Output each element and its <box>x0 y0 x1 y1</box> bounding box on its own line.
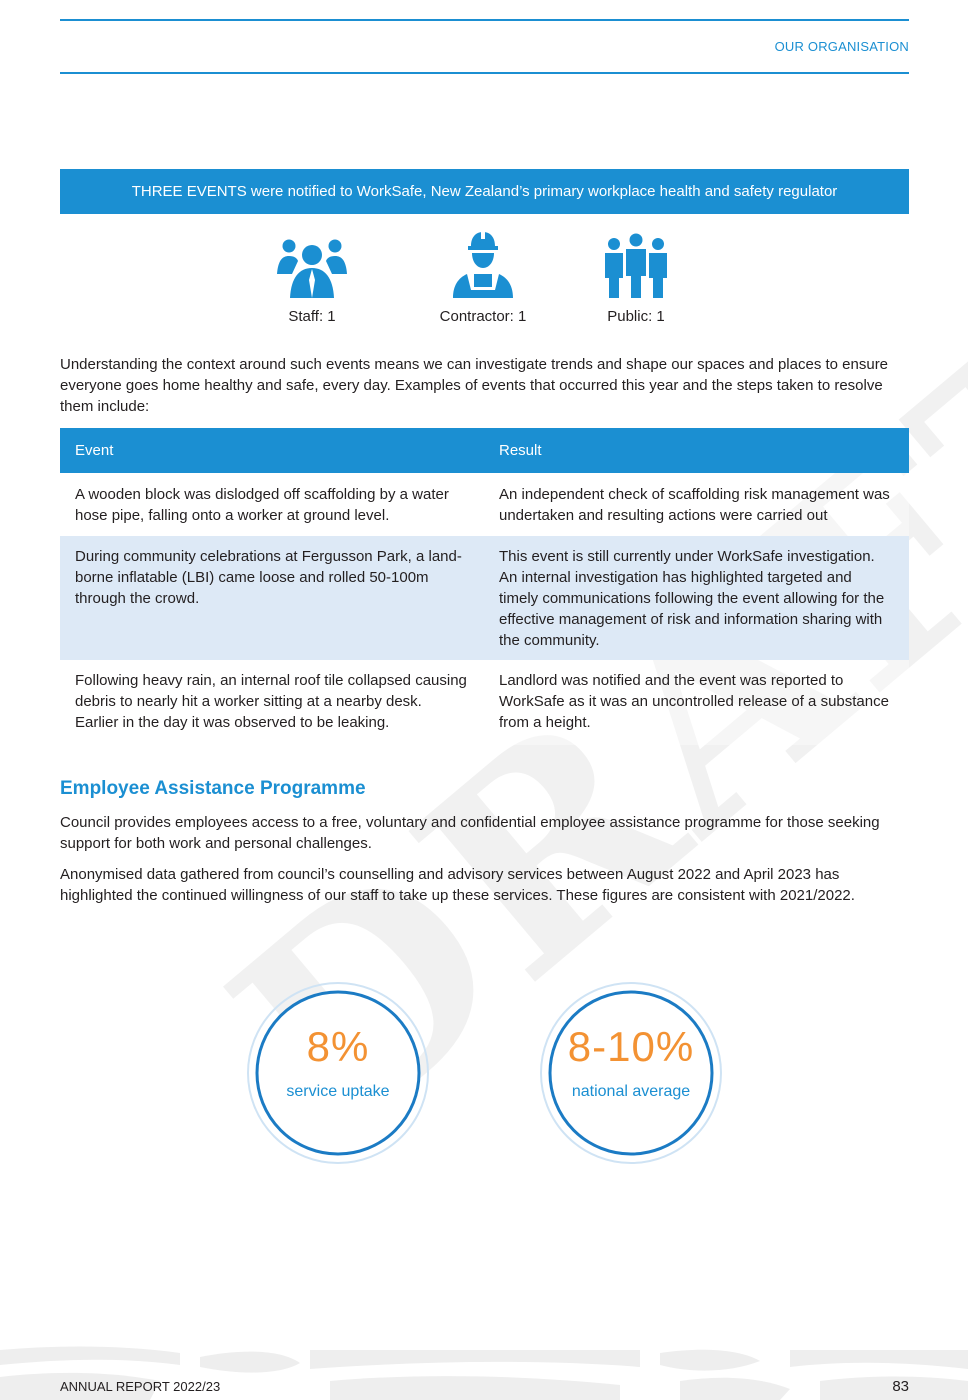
contractor-label: Contractor: 1 <box>439 308 527 325</box>
intro-paragraph: Understanding the context around such ev… <box>60 356 889 415</box>
event-cell: Following heavy rain, an internal roof t… <box>75 672 467 731</box>
eap-paragraph-2: Anonymised data gathered from council’s … <box>60 866 855 904</box>
header-rule-top <box>60 19 909 21</box>
public-label: Public: 1 <box>607 308 665 325</box>
page-number: 83 <box>892 1378 909 1395</box>
stat-circle <box>247 982 429 1164</box>
events-table: Event Result A wooden block was dislodge… <box>60 428 909 745</box>
staff-stat: Staff: 1 <box>232 228 392 325</box>
staff-group-icon <box>277 239 347 298</box>
section-label: OUR ORGANISATION <box>774 39 909 54</box>
result-cell: An independent check of scaffolding risk… <box>499 486 890 524</box>
staff-label: Staff: 1 <box>288 308 336 325</box>
stat-caption: national average <box>571 1083 691 1100</box>
national-average-stat: 8-10% national average <box>539 981 723 1165</box>
header-result: Result <box>499 442 542 459</box>
service-uptake-stat: 8% service uptake <box>246 981 430 1165</box>
public-stat: Public: 1 <box>556 228 716 325</box>
table-header: Event Result <box>60 428 909 473</box>
stat-value: 8-10% <box>567 1023 695 1070</box>
event-cell: A wooden block was dislodged off scaffol… <box>75 486 449 524</box>
banner-text: THREE EVENTS were notified to WorkSafe, … <box>131 183 838 200</box>
header-event: Event <box>75 442 114 459</box>
contractor-hardhat-icon <box>453 230 513 298</box>
result-cell: Landlord was notified and the event was … <box>499 672 889 731</box>
stat-caption: service uptake <box>286 1083 390 1100</box>
footer-report-title: ANNUAL REPORT 2022/23 <box>60 1379 221 1394</box>
footer-pattern <box>0 1346 968 1400</box>
header-rule-bottom <box>60 72 909 74</box>
events-banner: THREE EVENTS were notified to WorkSafe, … <box>60 169 909 214</box>
eap-paragraph-1: Council provides employees access to a f… <box>60 814 880 852</box>
stat-value: 8% <box>306 1023 370 1070</box>
table-row: Following heavy rain, an internal roof t… <box>60 660 909 745</box>
table-row: During community celebrations at Ferguss… <box>60 536 909 660</box>
eap-heading: Employee Assistance Programme <box>60 778 366 799</box>
public-people-icon <box>605 233 667 298</box>
stat-circle <box>540 982 722 1164</box>
event-cell: During community celebrations at Ferguss… <box>75 548 462 607</box>
table-row: A wooden block was dislodged off scaffol… <box>60 473 909 536</box>
contractor-stat: Contractor: 1 <box>403 228 563 325</box>
result-cell: This event is still currently under Work… <box>499 548 885 649</box>
